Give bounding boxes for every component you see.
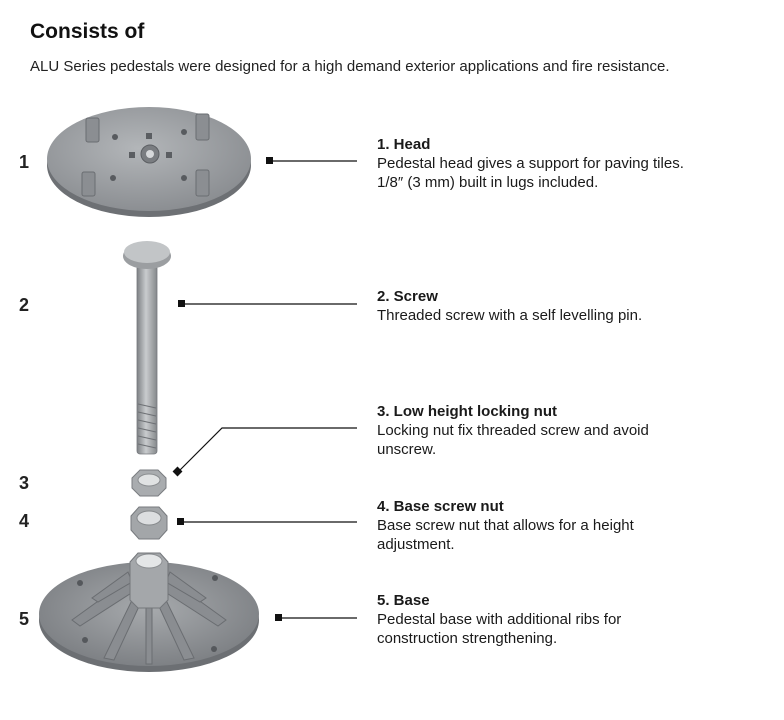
section-subtitle: ALU Series pedestals were designed for a…: [30, 58, 670, 75]
base-screw-nut: [130, 506, 168, 540]
part-callout-screw: 2. Screw Threaded screw with a self leve…: [377, 287, 767, 325]
part-callout-base-nut: 4. Base screw nut Base screw nut that al…: [377, 497, 767, 554]
leader-marker-base-nut: [177, 518, 184, 525]
part-callout-base: 5. Base Pedestal base with additional ri…: [377, 591, 767, 648]
part-number-1: 1: [19, 152, 30, 172]
leader-marker-locking-nut: [172, 466, 183, 477]
part-title-head: 1. Head: [377, 136, 431, 153]
part-number-3: 3: [19, 473, 30, 493]
leader-lines: [177, 160, 357, 619]
leader-line-locking-nut: [177, 427, 357, 473]
pedestal-base: [39, 552, 259, 672]
leader-marker-screw: [178, 300, 185, 307]
part-description-screw: Threaded screw with a self levelling pin…: [377, 307, 643, 324]
part-title-locking-nut: 3. Low height locking nut: [377, 403, 557, 420]
part-number-4: 4: [19, 511, 30, 531]
part-callout-head: 1. Head Pedestal head gives a support fo…: [377, 135, 767, 192]
part-number-2: 2: [19, 295, 30, 315]
pedestal-head: [47, 107, 251, 217]
part-number-5: 5: [19, 609, 30, 629]
part-description-head: Pedestal head gives a support for paving…: [377, 155, 684, 191]
threaded-screw: [123, 241, 171, 455]
part-description-base-nut: Base screw nut that allows for a height …: [377, 517, 634, 553]
part-callout-locking-nut: 3. Low height locking nut Locking nut fi…: [377, 402, 767, 459]
part-title-base-nut: 4. Base screw nut: [377, 498, 504, 515]
locking-nut: [131, 469, 167, 497]
section-heading: Consists of: [30, 20, 145, 43]
part-description-locking-nut: Locking nut fix threaded screw and avoid…: [377, 422, 649, 458]
leader-marker-base: [275, 614, 282, 621]
part-title-screw: 2. Screw: [377, 288, 438, 305]
part-title-base: 5. Base: [377, 592, 430, 609]
part-description-base: Pedestal base with additional ribs for c…: [377, 611, 622, 647]
leader-marker-head: [266, 157, 273, 164]
